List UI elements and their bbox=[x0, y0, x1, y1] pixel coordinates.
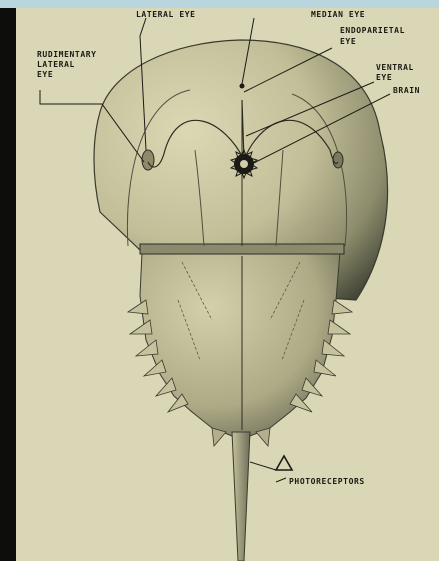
label-endoparietal-1: ENDOPARIETAL bbox=[340, 26, 405, 35]
label-endoparietal-2: EYE bbox=[340, 37, 356, 46]
label-ventral-2: EYE bbox=[376, 73, 392, 82]
label-brain: BRAIN bbox=[393, 86, 420, 95]
label-ventral-1: VENTRAL bbox=[376, 63, 414, 72]
left-dark-band bbox=[0, 8, 16, 561]
lateral-eye-right bbox=[333, 152, 343, 168]
label-photoreceptors: PHOTORECEPTORS bbox=[289, 477, 365, 486]
label-lateral-eye: LATERAL EYE bbox=[136, 10, 196, 19]
label-rudimentary-3: EYE bbox=[37, 70, 53, 79]
label-median-eye: MEDIAN EYE bbox=[311, 10, 365, 19]
label-rudimentary-2: LATERAL bbox=[37, 60, 75, 69]
median-eye bbox=[240, 84, 245, 89]
label-rudimentary-1: RUDIMENTARY bbox=[37, 50, 97, 59]
